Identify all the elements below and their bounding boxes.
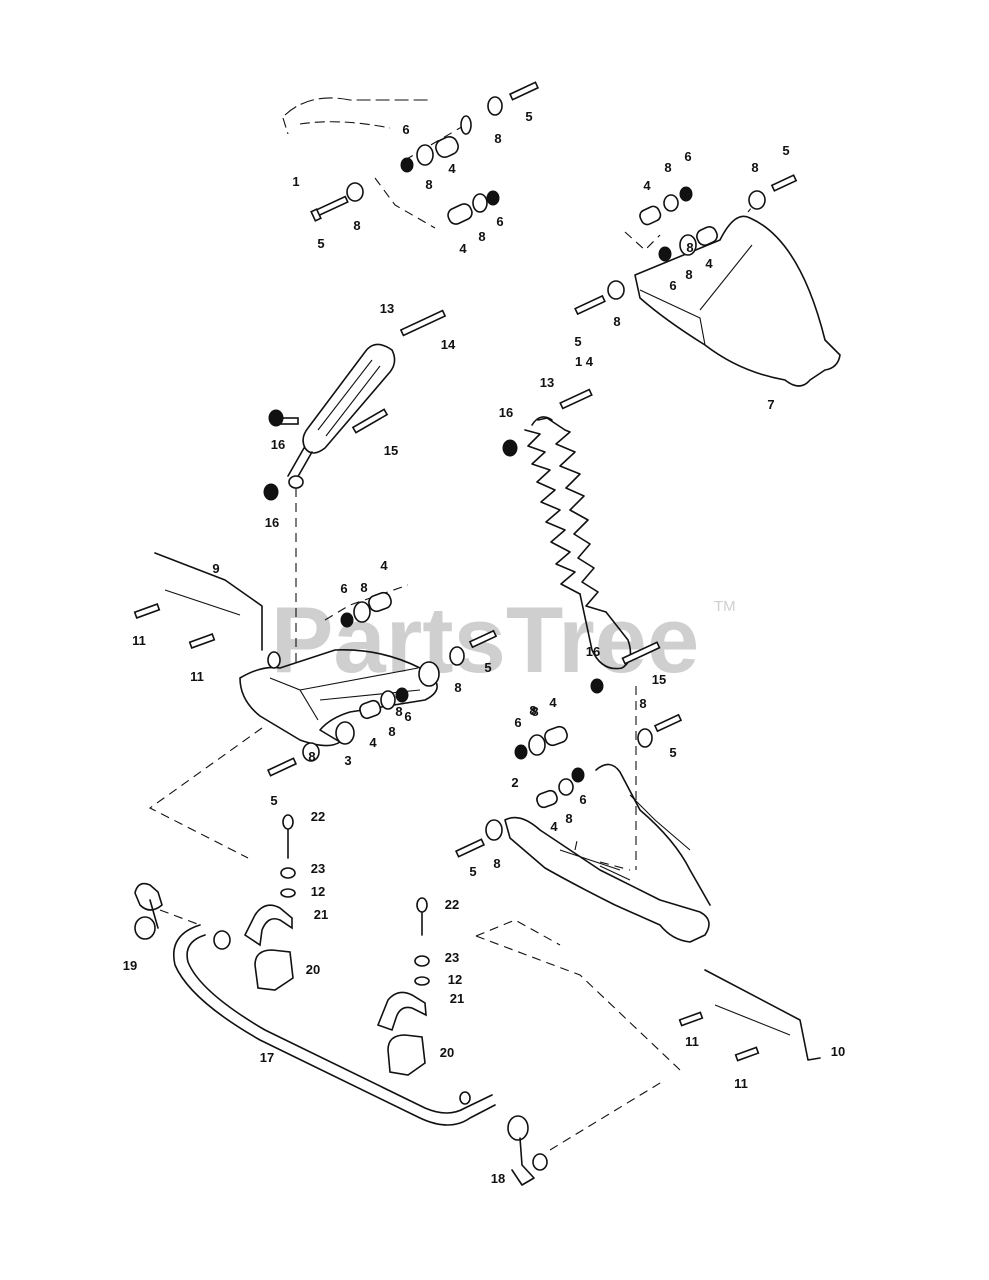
callout-6c: 6 bbox=[684, 149, 691, 164]
callout-15b: 15 bbox=[652, 672, 666, 687]
callout-12a: 12 bbox=[311, 884, 325, 899]
callout-11b: 11 bbox=[190, 669, 204, 684]
upper-control-arm-left bbox=[282, 97, 466, 229]
callout-11d: 11 bbox=[734, 1076, 748, 1091]
callout-14a: 14 bbox=[441, 337, 456, 352]
bushing-clamp-left bbox=[243, 814, 296, 991]
callout-4e: 4 bbox=[380, 558, 388, 573]
callout-8i: 8 bbox=[360, 580, 367, 595]
callout-8o: 8 bbox=[565, 811, 572, 826]
callout-6e: 6 bbox=[340, 581, 347, 596]
bushing-clamp-right bbox=[376, 897, 430, 1076]
callout-3: 3 bbox=[344, 753, 351, 768]
callout-14b: 1 4 bbox=[575, 354, 594, 369]
callout-6h: 6 bbox=[579, 792, 586, 807]
callout-13a: 13 bbox=[380, 301, 394, 316]
callout-8d: 8 bbox=[478, 229, 485, 244]
callout-8b: 8 bbox=[425, 177, 432, 192]
callout-4f: 4 bbox=[369, 735, 377, 750]
lower-control-arm-right bbox=[475, 763, 821, 1071]
callout-5f: 5 bbox=[270, 793, 277, 808]
callout-4d: 4 bbox=[705, 256, 713, 271]
callout-8g: 8 bbox=[685, 267, 692, 282]
stabilizer-link-right bbox=[507, 1079, 666, 1186]
callout-5d: 5 bbox=[574, 334, 581, 349]
callout-15a: 15 bbox=[384, 443, 398, 458]
callout-7: 7 bbox=[767, 397, 774, 412]
upper-arm-left-hardware bbox=[310, 81, 540, 225]
callout-4b: 4 bbox=[459, 241, 467, 256]
callout-8a: 8 bbox=[494, 131, 501, 146]
callout-5c: 5 bbox=[782, 143, 789, 158]
callout-8c: 8 bbox=[353, 218, 360, 233]
lower-control-arm-left bbox=[133, 552, 438, 859]
shock-absorber-left bbox=[263, 309, 447, 501]
callout-5e: 5 bbox=[484, 660, 491, 675]
callout-5a: 5 bbox=[525, 109, 532, 124]
callout-4c: 4 bbox=[643, 178, 651, 193]
callout-20a: 20 bbox=[306, 962, 320, 977]
callout-8f: 8 bbox=[751, 160, 758, 175]
callout-10: 10 bbox=[831, 1044, 845, 1059]
callout-8k: 8 bbox=[388, 724, 395, 739]
callout-6a: 6 bbox=[402, 122, 409, 137]
watermark-trademark: TM bbox=[714, 598, 736, 615]
callout-20b: 20 bbox=[440, 1045, 454, 1060]
callout-8s: 8 bbox=[686, 240, 693, 255]
shock-absorber-right bbox=[502, 388, 661, 694]
callout-8h: 8 bbox=[613, 314, 620, 329]
upper-arm-right-hardware bbox=[574, 174, 798, 316]
callout-4a: 4 bbox=[448, 161, 456, 176]
callout-8m: 8 bbox=[531, 704, 538, 719]
callout-5g: 5 bbox=[669, 745, 676, 760]
callout-9: 9 bbox=[212, 561, 219, 576]
lower-arm-left-hardware bbox=[266, 591, 498, 777]
callout-11c: 11 bbox=[685, 1034, 699, 1049]
callout-4h: 4 bbox=[550, 819, 558, 834]
upper-control-arm-right bbox=[624, 196, 841, 387]
callout-13b: 13 bbox=[540, 375, 554, 390]
callout-8e: 8 bbox=[664, 160, 671, 175]
callout-6g: 6 bbox=[514, 715, 521, 730]
callout-6b: 6 bbox=[496, 214, 503, 229]
callout-23a: 23 bbox=[311, 861, 325, 876]
callout-19: 19 bbox=[123, 958, 137, 973]
callout-5h: 5 bbox=[469, 864, 476, 879]
callout-5b: 5 bbox=[317, 236, 324, 251]
callout-4g: 4 bbox=[549, 695, 557, 710]
callout-16a: 16 bbox=[271, 437, 285, 452]
lower-arm-right-hardware bbox=[454, 713, 683, 858]
callout-2: 2 bbox=[511, 775, 518, 790]
callout-17: 17 bbox=[260, 1050, 274, 1065]
callout-8p: 8 bbox=[493, 856, 500, 871]
callout-12b: 12 bbox=[448, 972, 462, 987]
callout-8q: 8 bbox=[395, 704, 402, 719]
callout-1: 1 bbox=[292, 174, 299, 189]
callout-16c: 16 bbox=[499, 405, 513, 420]
stabilizer-link-left bbox=[134, 882, 201, 940]
callout-23b: 23 bbox=[445, 950, 459, 965]
callout-22b: 22 bbox=[445, 897, 459, 912]
callout-22a: 22 bbox=[311, 809, 325, 824]
callout-11a: 11 bbox=[132, 633, 146, 648]
callout-8j: 8 bbox=[454, 680, 461, 695]
callout-8n: 8 bbox=[639, 696, 646, 711]
callout-16b: 16 bbox=[265, 515, 279, 530]
callout-8l: 8 bbox=[308, 749, 315, 764]
callout-21b: 21 bbox=[450, 991, 464, 1006]
callout-8r: 8 bbox=[529, 703, 536, 718]
callout-6d: 6 bbox=[669, 278, 676, 293]
callout-21a: 21 bbox=[314, 907, 328, 922]
callout-6f: 6 bbox=[404, 709, 411, 724]
stabilizer-bar bbox=[173, 924, 496, 1126]
callout-18: 18 bbox=[491, 1171, 505, 1186]
callout-16d: 16 bbox=[586, 644, 600, 659]
